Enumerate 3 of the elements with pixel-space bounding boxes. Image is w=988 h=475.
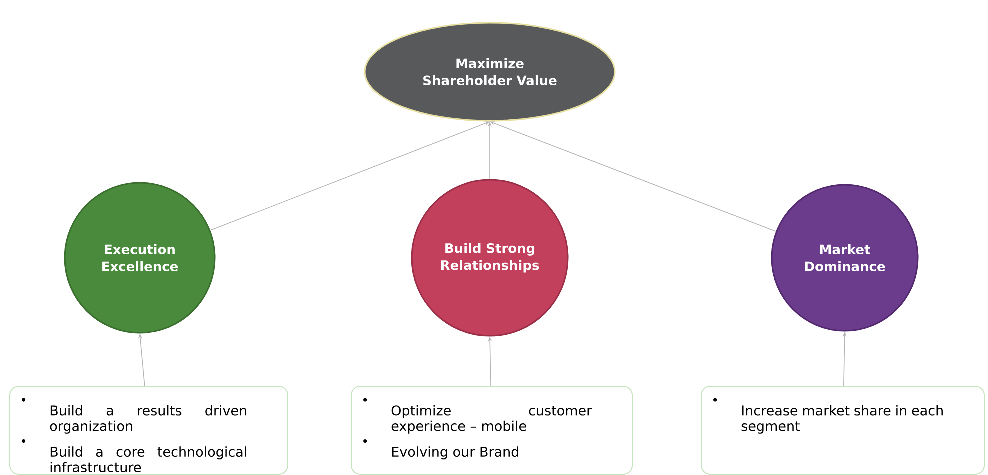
initiative-box: Optimize customer experience – mobile Evolving our Brand bbox=[351, 386, 633, 475]
initiative-box: Build a results driven organization Build a core technological infrastructure bbox=[10, 386, 288, 475]
initiative-box: Increase market share in each segment bbox=[701, 386, 985, 475]
